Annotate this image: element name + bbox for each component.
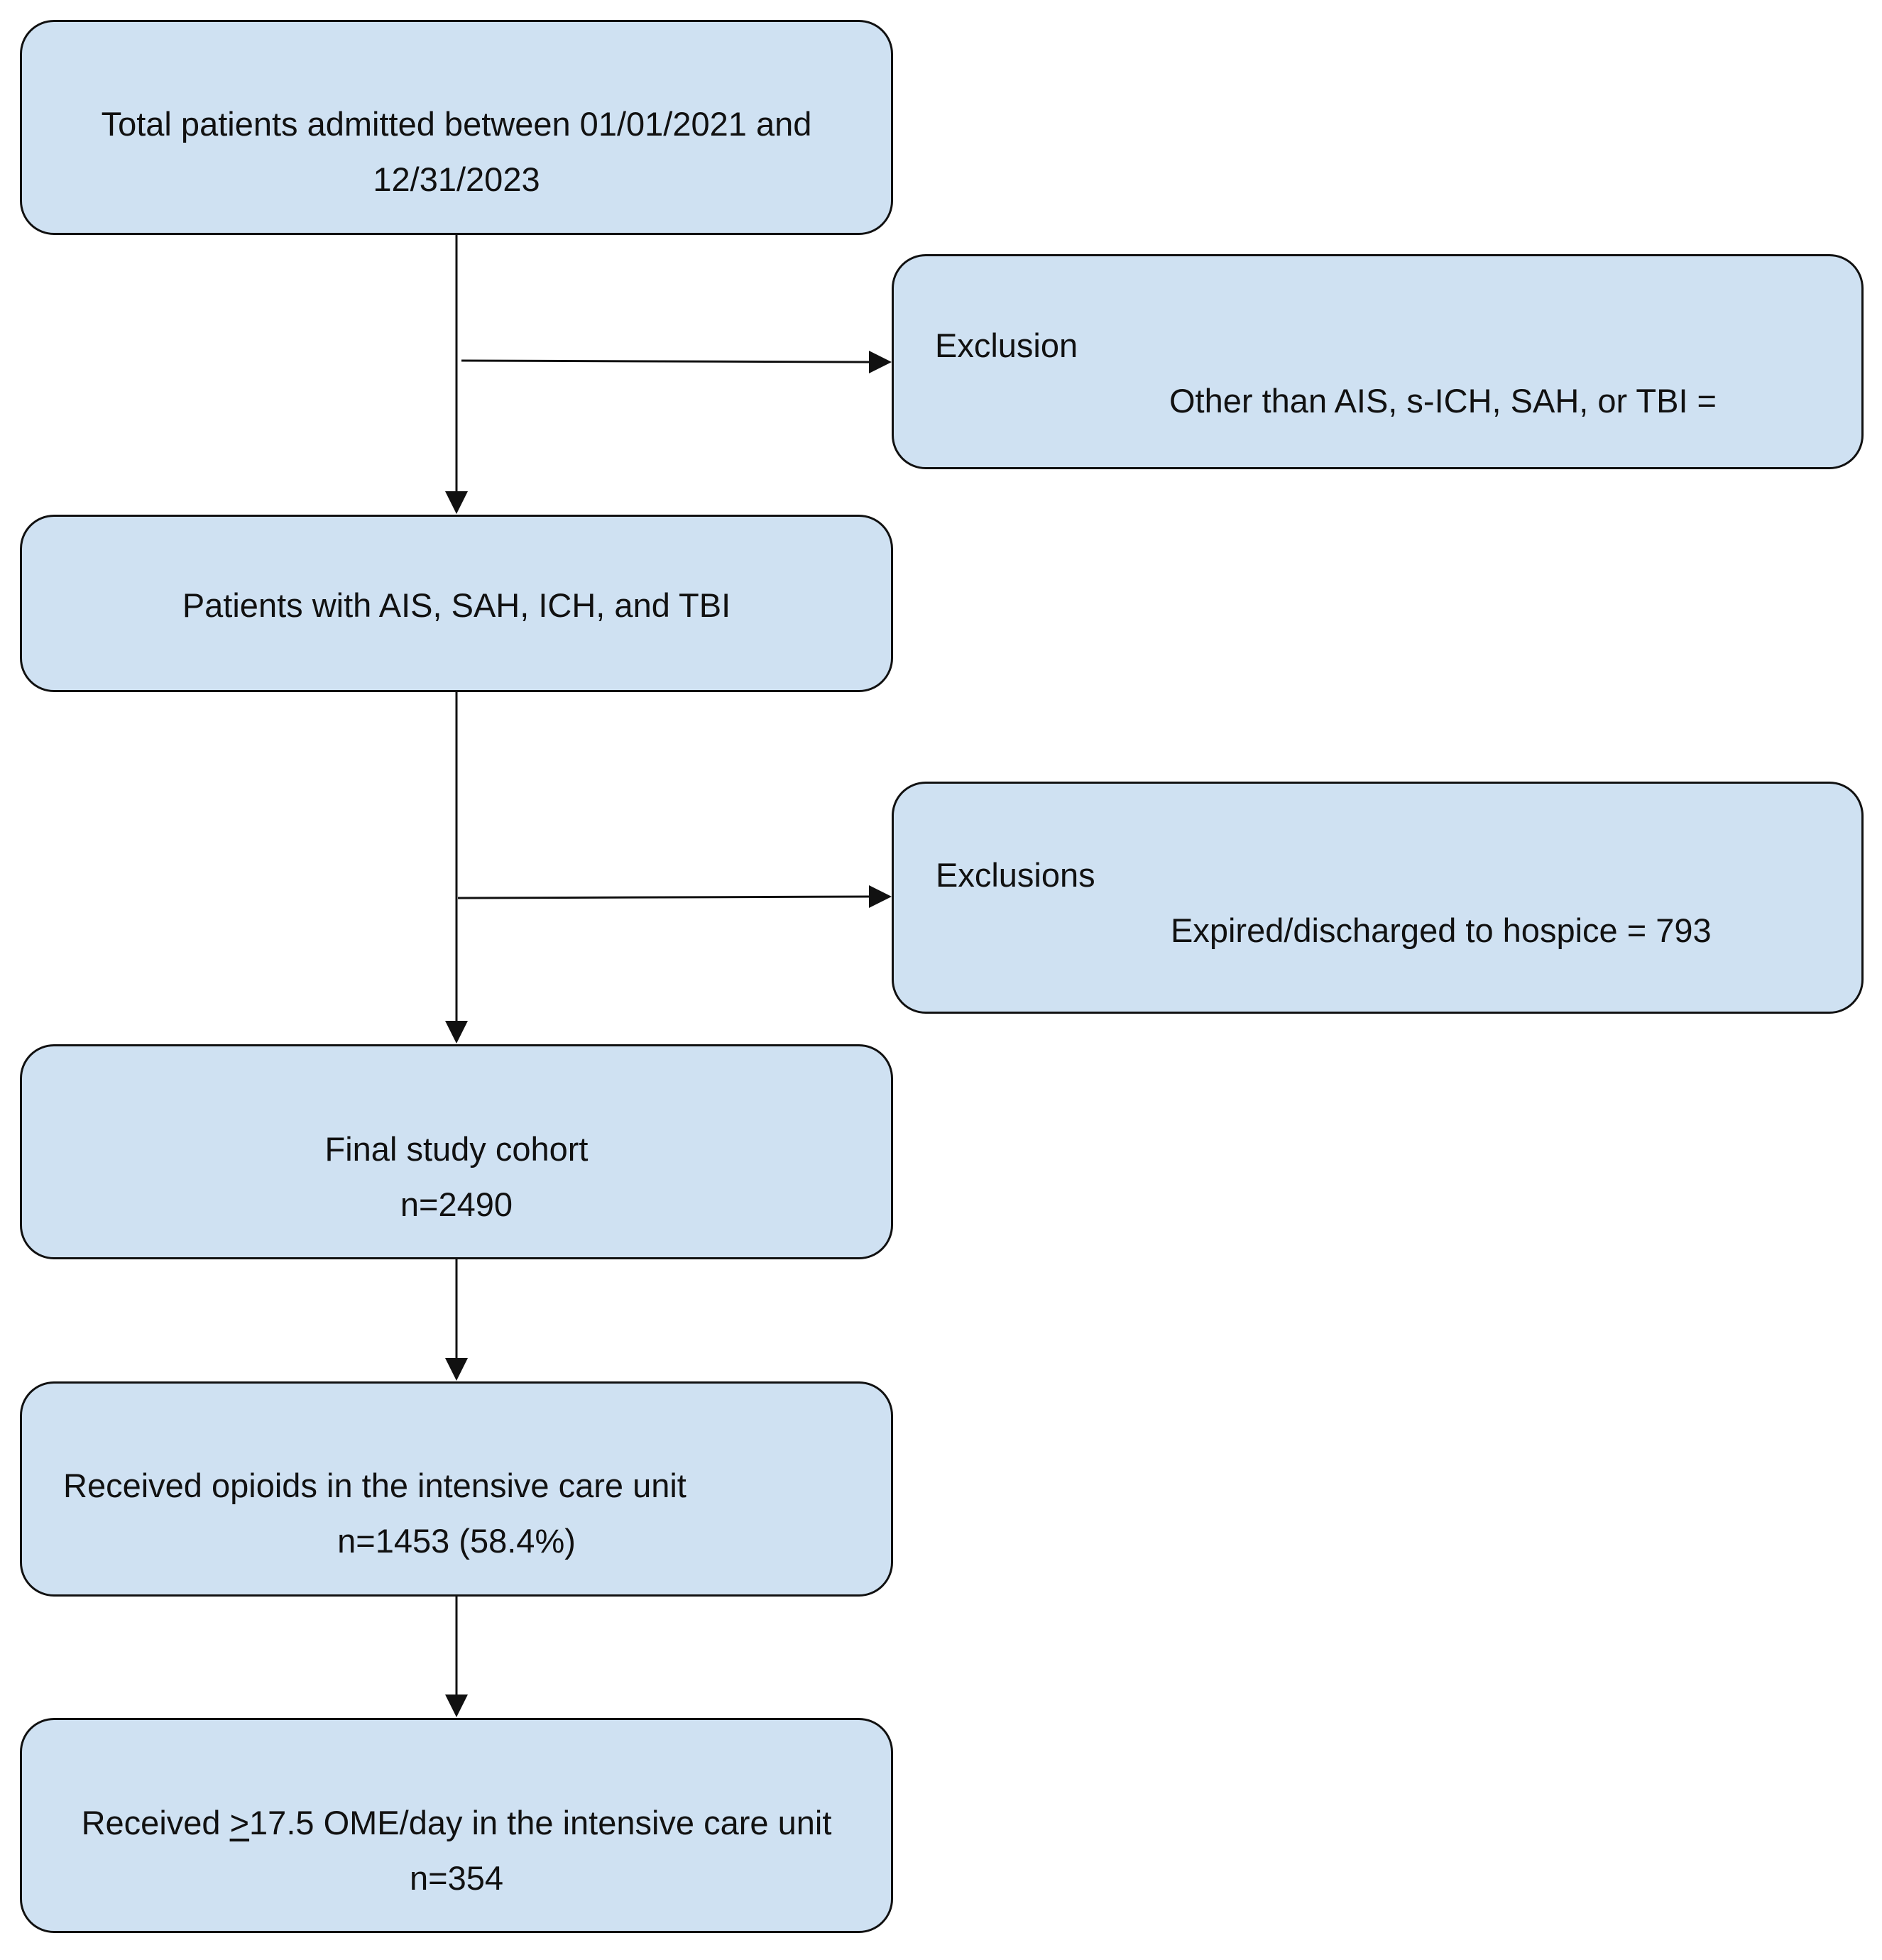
ome-suffix: 17.5 OME/day in the intensive care unit xyxy=(249,1804,832,1841)
ome-box: Received >17.5 OME/day in the intensive … xyxy=(20,1718,893,1933)
exclusion-box-1: Exclusion Other than AIS, s-ICH, SAH, or… xyxy=(892,254,1864,469)
exclusion-2-detail: Expired/discharged to hospice = 793 xyxy=(1171,911,1712,949)
ge-symbol: > xyxy=(229,1804,250,1841)
arrowhead-exclusion-1 xyxy=(869,351,892,373)
arrowhead-patients xyxy=(445,491,468,514)
ome-prefix: Received xyxy=(81,1804,230,1841)
arrowhead-exclusion-2 xyxy=(869,885,892,908)
patients-box: Patients with AIS, SAH, ICH, and TBI xyxy=(20,515,893,692)
exclusion-box-2: Exclusions Expired/discharged to hospice… xyxy=(892,782,1864,1014)
exclusion-1-detail: Other than AIS, s-ICH, SAH, or TBI = xyxy=(1169,382,1717,420)
arrowhead-final xyxy=(445,1021,468,1044)
total-patients-line-2: 12/31/2023 xyxy=(373,160,540,198)
final-cohort-box: Final study cohort n=2490 xyxy=(20,1044,893,1259)
final-cohort-line-1: Final study cohort xyxy=(324,1130,589,1168)
opioids-line-1: Received opioids in the intensive care u… xyxy=(63,1467,686,1504)
ome-line-1: Received >17.5 OME/day in the intensive … xyxy=(22,1795,891,1851)
opioids-box: Received opioids in the intensive care u… xyxy=(20,1381,893,1597)
arrowhead-opioids xyxy=(445,1358,468,1381)
ome-line-2: n=354 xyxy=(409,1859,503,1897)
connector-to-exclusion-2 xyxy=(457,895,870,899)
final-cohort-line-2: n=2490 xyxy=(400,1186,513,1223)
total-patients-box: Total patients admitted between 01/01/20… xyxy=(20,20,893,235)
opioids-line-2: n=1453 (58.4%) xyxy=(337,1522,576,1560)
arrowhead-ome xyxy=(445,1695,468,1717)
exclusion-2-heading: Exclusions xyxy=(936,856,1095,894)
total-patients-line-1: Total patients admitted between 01/01/20… xyxy=(101,105,812,143)
patients-line-1: Patients with AIS, SAH, ICH, and TBI xyxy=(182,586,731,624)
connector-to-exclusion-1 xyxy=(461,359,870,363)
exclusion-1-heading: Exclusion xyxy=(935,327,1078,364)
